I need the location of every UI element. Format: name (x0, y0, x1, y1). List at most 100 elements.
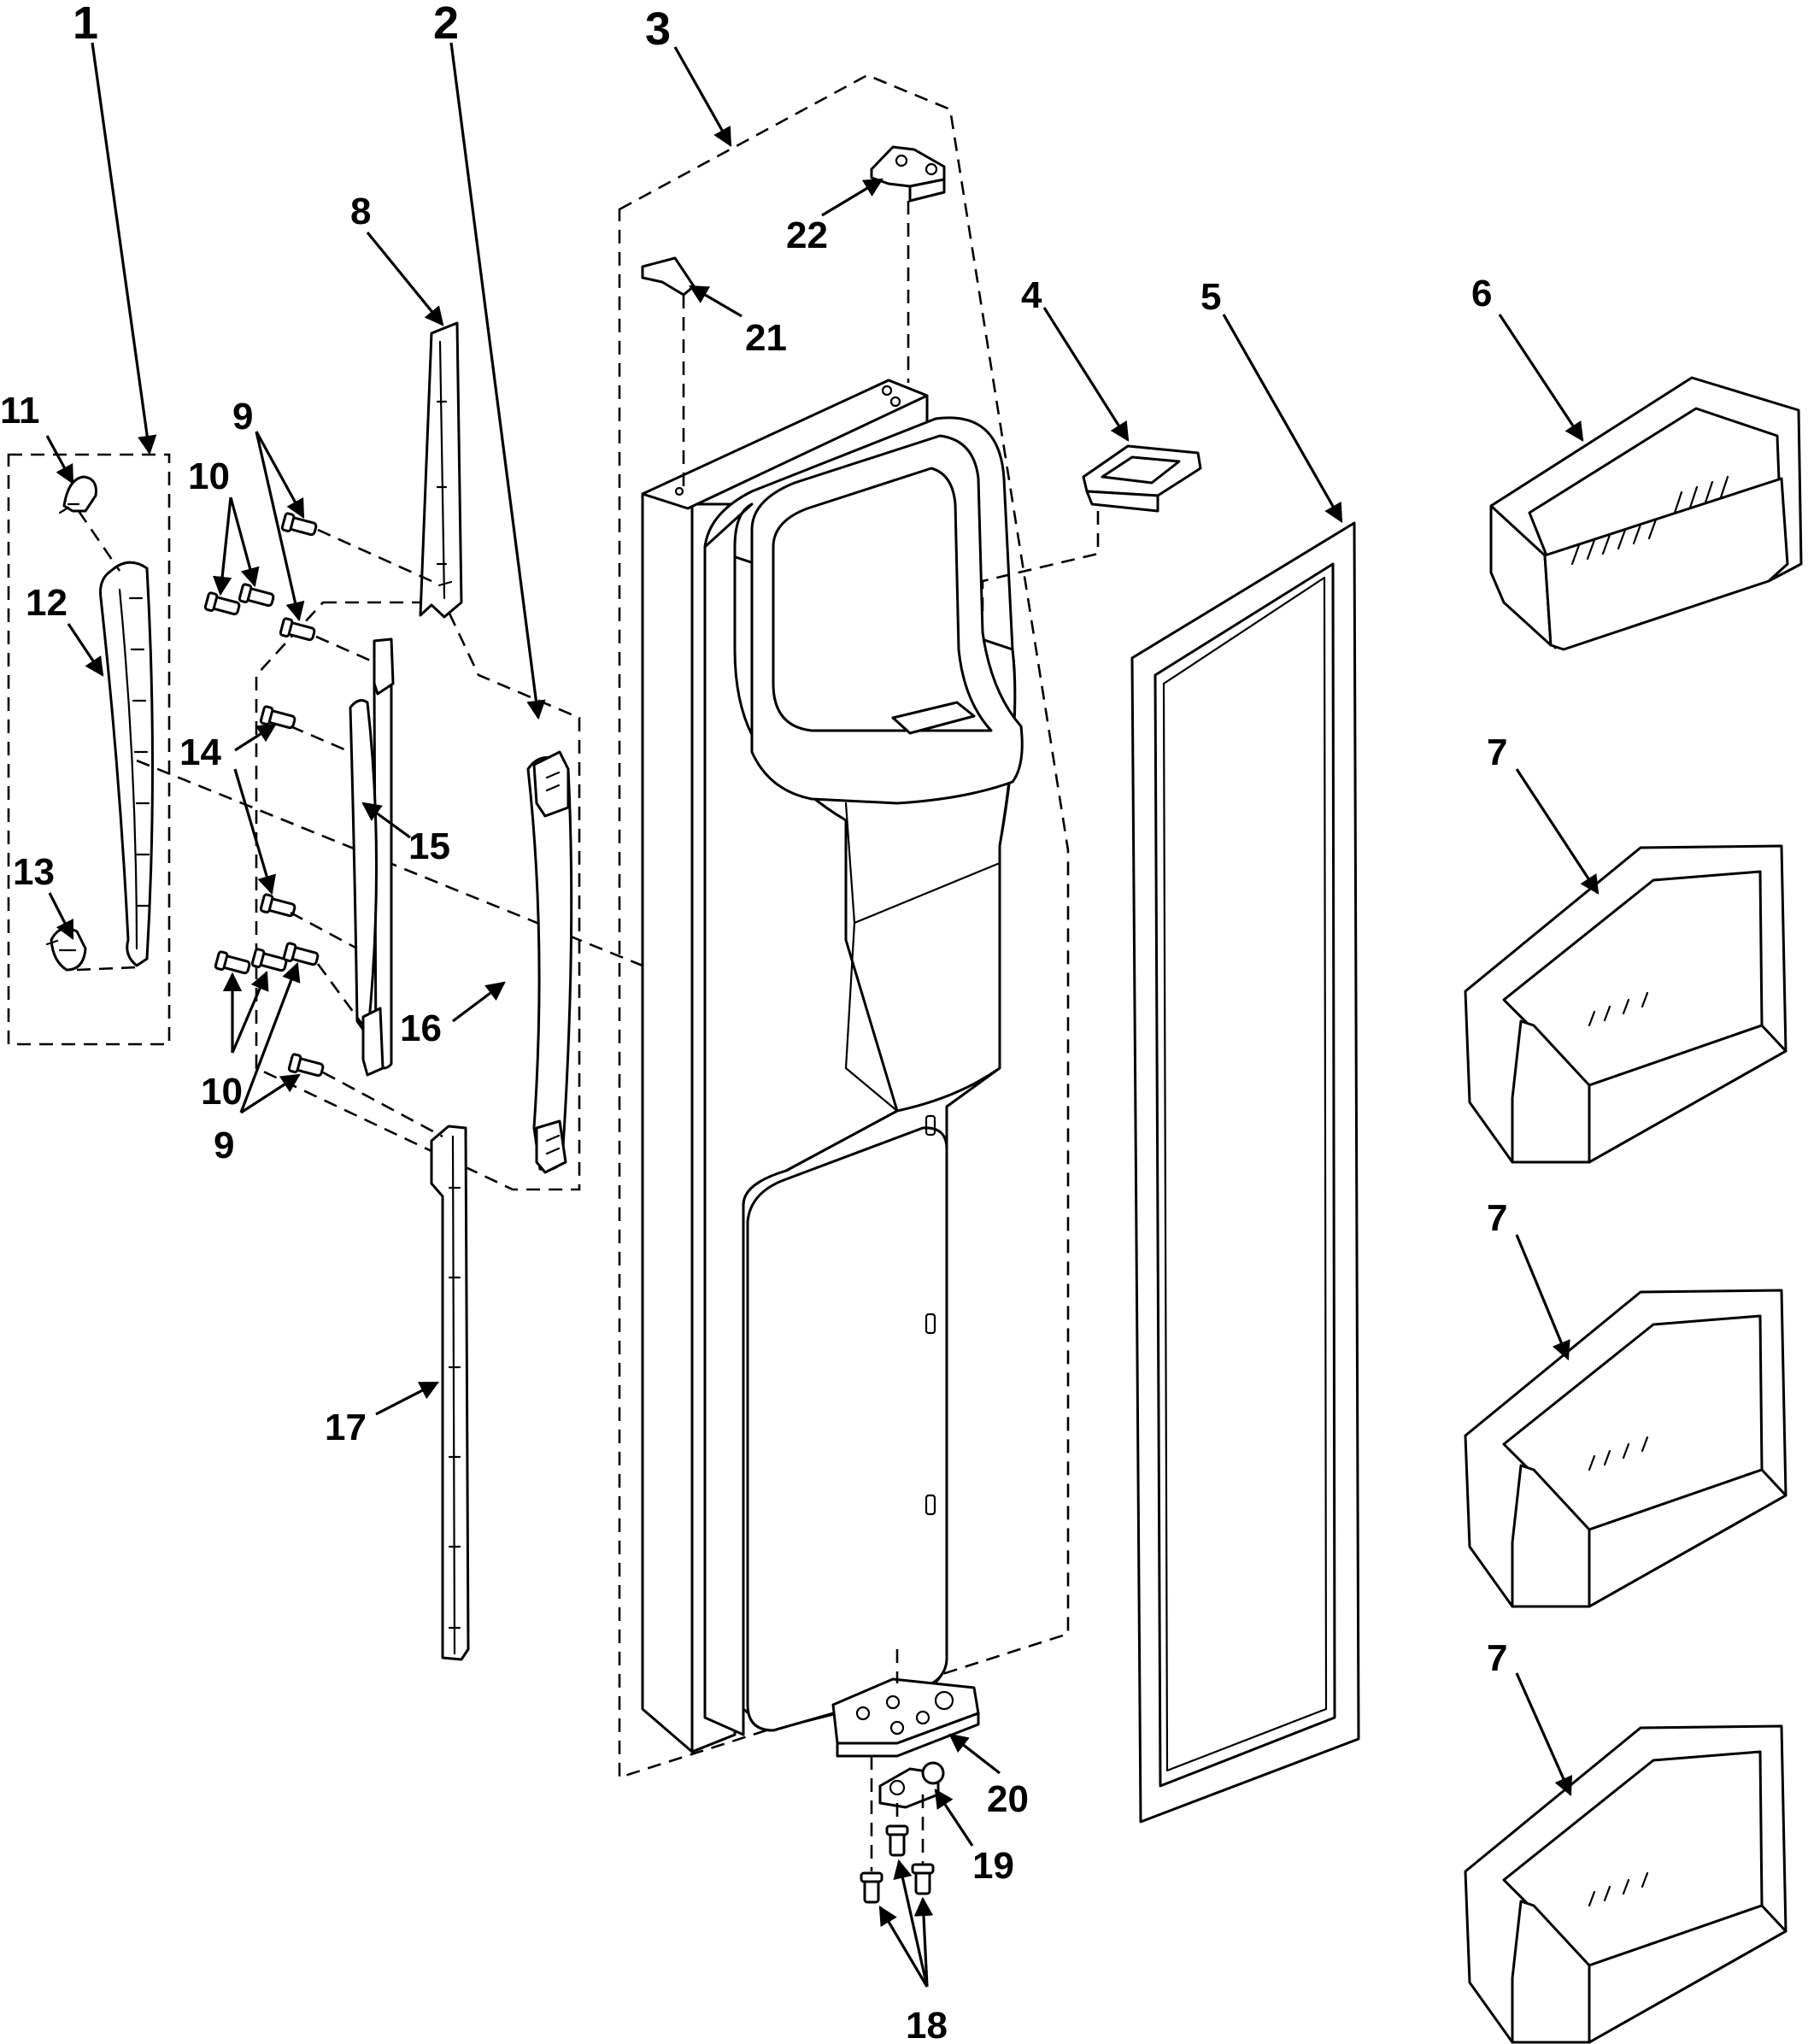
screw-9-top (280, 512, 318, 537)
callout-7c: 7 (1487, 1637, 1507, 1679)
cap-11 (62, 475, 97, 513)
callout-6: 6 (1471, 273, 1492, 314)
callout-9b: 9 (214, 1125, 234, 1166)
callout-14: 14 (179, 731, 221, 773)
callout-10b: 10 (201, 1071, 243, 1113)
leader-7b (1515, 1234, 1570, 1361)
part-18-screws (860, 1824, 935, 1904)
door-top-cap (641, 379, 929, 510)
hinge-screw-a (885, 1824, 909, 1857)
leader-18-2 (893, 1859, 929, 1988)
leader-14-1 (234, 723, 277, 752)
assembly-2-boundary (255, 601, 581, 1191)
screw-9-low (282, 942, 320, 966)
bin-side (1588, 1024, 1787, 1164)
part-19-hinge-pin (878, 1761, 945, 1809)
assembly-boundaries (7, 73, 1070, 1779)
leader-11 (45, 435, 74, 485)
bin-ridges (1588, 1871, 1649, 1907)
leader-7c (1515, 1672, 1573, 1797)
callout-7a: 7 (1487, 731, 1507, 773)
leader-12 (67, 623, 104, 677)
leader-10b-2 (231, 970, 269, 1054)
cap-13 (50, 927, 87, 972)
callout-9a: 9 (232, 396, 253, 438)
leader-6 (1498, 314, 1584, 442)
leader-14-2 (233, 768, 277, 896)
leader-10a-2 (229, 496, 260, 588)
guide-13 (76, 966, 138, 972)
leader-17 (375, 1381, 439, 1416)
part-8-trim (419, 321, 463, 619)
assembly-3-boundary (618, 73, 1070, 1779)
door-assembly (641, 379, 1024, 1753)
screws (203, 512, 325, 1078)
hinge-pin-hole (889, 1779, 906, 1796)
callout-15: 15 (408, 825, 450, 867)
shelf-lip (1543, 477, 1789, 651)
liner-slot (925, 1114, 936, 1137)
door-top-hole (881, 385, 893, 396)
hinge-plate-hole (889, 1720, 905, 1736)
part-17-trim (430, 1125, 470, 1661)
hinge-cap-side (908, 178, 946, 203)
leader-9b-1 (239, 961, 301, 1113)
part-20-hinge-plate (831, 1677, 980, 1758)
callout-5: 5 (1200, 276, 1221, 318)
lower-liner-recess (746, 1126, 948, 1732)
leader-1 (91, 42, 157, 455)
tray-inner (1101, 455, 1181, 485)
callout-21: 21 (745, 317, 787, 359)
hinge-plate-hole (934, 1690, 954, 1711)
leader-15 (361, 802, 411, 839)
leader-lines (45, 42, 1600, 1988)
guide-4 (981, 511, 1100, 615)
screw-9-bottom (287, 1053, 325, 1078)
leader-7a (1515, 768, 1600, 895)
bin-side (1588, 1468, 1787, 1608)
tray-front (1085, 490, 1159, 513)
callout-20: 20 (987, 1778, 1029, 1820)
leader-9b-2 (240, 1073, 301, 1114)
hinge-screw-c (911, 1863, 935, 1895)
leader-8 (366, 231, 444, 326)
leader-10a-1 (212, 496, 232, 596)
top-bracket (641, 256, 696, 297)
leader-9a-1 (255, 431, 305, 519)
handle-16 (526, 756, 573, 1172)
shelf-front (1489, 504, 1553, 647)
part-11-cap (58, 475, 97, 514)
screw-guides (290, 528, 443, 1138)
handle-bar-15-upper-bracket (373, 637, 395, 696)
callout-19: 19 (972, 1845, 1014, 1887)
door-top-hole (889, 396, 901, 408)
leader-2 (449, 42, 546, 720)
callout-2: 2 (433, 0, 459, 49)
callouts: 1 2 3 4 5 6 7 7 7 8 9 10 11 12 13 14 15 … (0, 0, 1507, 2044)
hinge-pin-cap (921, 1761, 945, 1785)
part-4-tray (1082, 444, 1202, 513)
hinge-plate-hole (885, 1695, 901, 1710)
callout-4: 4 (1021, 274, 1042, 316)
callout-3: 3 (645, 3, 671, 55)
lower-trim-strip (430, 1125, 470, 1661)
screw-10-b (238, 583, 275, 608)
handle-16-top-grip (532, 750, 570, 818)
part-13-cap (45, 927, 87, 972)
handle-12-inner (118, 588, 150, 950)
screw-9-mid (279, 617, 316, 642)
shelf-slots (1570, 475, 1729, 566)
cap-13-detail (45, 939, 77, 952)
hinge-plate-edge (836, 1712, 980, 1758)
hinge-cap-hole (895, 154, 908, 167)
part-15-handle-bar (349, 637, 395, 1077)
part-21-bracket (641, 256, 696, 297)
bin-side (1588, 1904, 1787, 2044)
callout-16: 16 (400, 1007, 442, 1049)
part-7-bin-2 (1464, 1289, 1787, 1608)
leader-5 (1222, 314, 1343, 523)
liner-slot (925, 1494, 936, 1516)
leader-3 (673, 46, 732, 147)
screw-10-d (250, 948, 288, 972)
